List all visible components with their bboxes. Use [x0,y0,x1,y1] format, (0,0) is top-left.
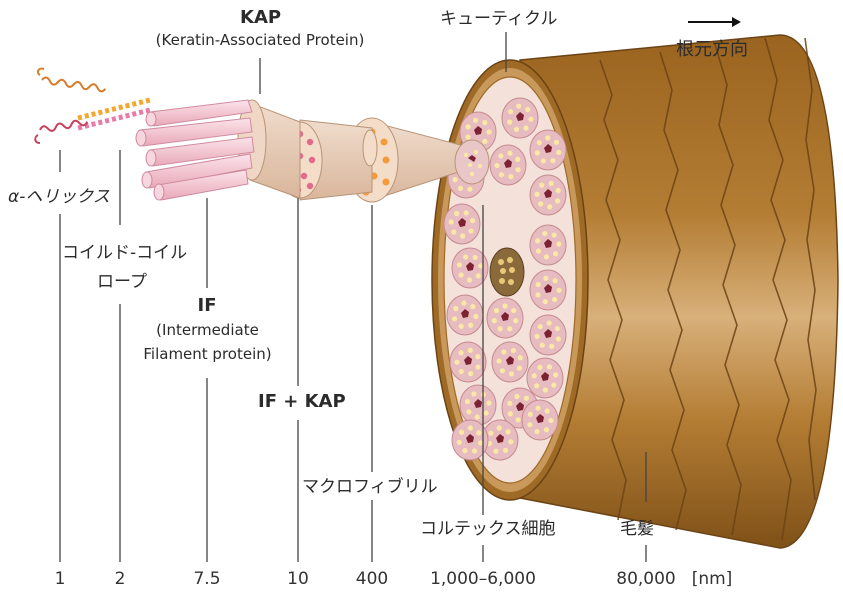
coiled-coil-label-line1: コイルド-コイル [62,244,182,264]
alpha-helices [35,69,106,143]
cortex-cell [522,400,558,440]
cortex-cell [530,175,566,215]
scale-tick-2: 2 [115,569,126,589]
cortex-cell [460,385,496,425]
scale-tick-3: 7.5 [193,569,220,589]
cortex-cell [447,295,483,335]
cortex-cell [530,270,566,310]
if-subtitle-line2: Filament protein) [140,346,275,363]
arrow-right-icon [688,17,741,27]
cortex-cell [530,315,566,355]
root-direction-label: 根元方向 [676,40,748,61]
scale-tick-1: 1 [55,569,66,589]
hair-label: 毛髪 [620,520,654,540]
macrofibril-tip-dot [464,153,468,157]
scale-tick-6: 1,000–6,000 [430,569,536,589]
cortex-cell [450,342,486,382]
if-kap-dot [307,139,313,145]
medulla [490,248,524,296]
if-fibers [136,100,254,200]
if-kap-dot [301,173,307,179]
cortex-cell [530,130,566,170]
scale-tick-7: 80,000 [616,569,675,589]
hair-cylinder [432,35,838,548]
alpha-helix-label: α-ヘリックス [8,188,110,208]
macrofibril-label: マクロフィブリル [302,478,438,498]
macrofibril-dot [383,179,390,186]
macrofibril-tip-dot [474,150,478,154]
kap-subtitle: (Keratin-Associated Protein) [150,32,370,49]
cortex-cell [502,98,538,138]
coiled-coil-rope [78,100,150,128]
macrofibril-tip-dot [470,172,474,176]
cortex-cell [487,298,523,338]
cortex-cell [527,358,563,398]
cortex-cell [490,145,526,185]
if-kap-label: IF + KAP [258,392,346,413]
macrofibril-dot [381,139,388,146]
if-subtitle-line1: (Intermediate [140,322,275,339]
cortex-cell [492,342,528,382]
scale-unit: [nm] [692,569,733,589]
if-title: IF [187,296,227,317]
coiled-coil-label-line2: ロープ [62,273,182,293]
kap-title: KAP [240,8,280,29]
cuticle-label: キューティクル [440,10,557,30]
cortex-cell [530,225,566,265]
if-kap-dot [307,183,313,189]
macrofibril-tip-dot [478,164,482,168]
if-kap-dot [309,157,315,163]
macrofibril-tip-dot [468,163,472,167]
macrofibril-dot [383,157,390,164]
cortex-cell [444,204,480,244]
cortex-cell-label: コルテックス細胞 [420,520,556,540]
scale-tick-4: 10 [287,569,309,589]
scale-tick-5: 400 [356,569,388,589]
